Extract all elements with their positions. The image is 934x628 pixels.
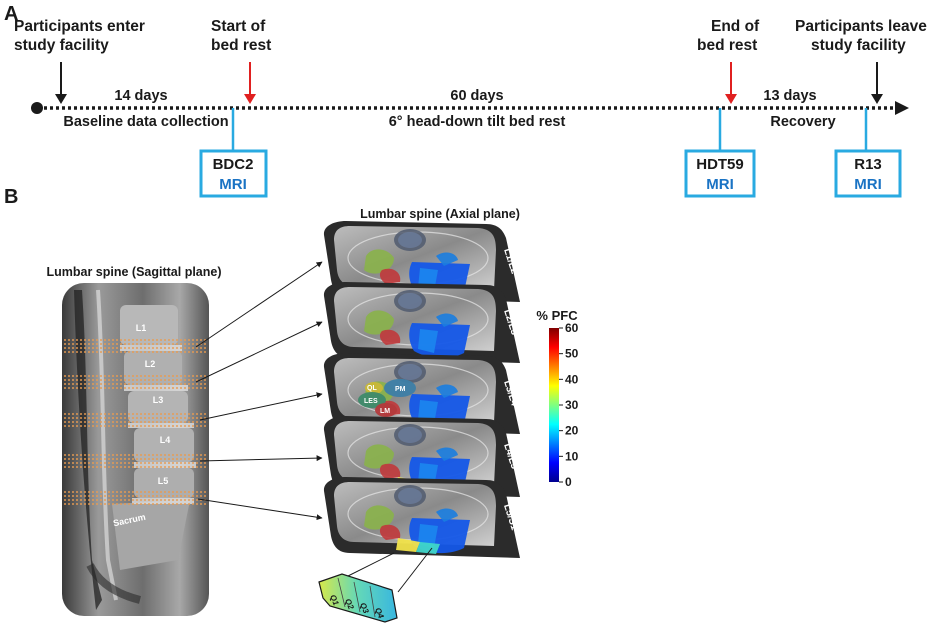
vertebra-l1: L1 [136, 323, 147, 333]
bedrest-duration: 60 days [450, 88, 503, 104]
panel-a-label: A [4, 3, 18, 25]
event-leave-label-2: study facility [811, 37, 906, 54]
event-start-label: Start of [211, 18, 266, 35]
muscle-label: PM [395, 386, 406, 393]
quadrant-zoom: Q1 Q2 Q3 Q4 [318, 547, 433, 623]
connector-l2l3 [195, 321, 323, 383]
colorbar-tick-label: 20 [565, 424, 579, 438]
vertebra-l3: L3 [153, 395, 164, 405]
muscle-label: LES [364, 398, 378, 405]
colorbar: % PFC 60 50 40 30 20 10 0 [536, 308, 578, 489]
vertebra-l2: L2 [145, 359, 156, 369]
event-end-label-2: bed rest [697, 37, 757, 54]
timepoint-hdt59-id: HDT59 [696, 156, 744, 173]
arrow-leave-head [871, 94, 883, 104]
event-enter-label-2: study facility [14, 37, 109, 54]
timeline-arrowhead [895, 101, 909, 115]
panel-b-label: B [4, 186, 18, 208]
quadrant-q4: Q4 [373, 606, 386, 620]
sagittal-mri-image: L1 L2 L3 L4 L5 Sacrum [62, 283, 209, 616]
colorbar-tick-label: 10 [565, 449, 579, 463]
baseline-duration: 14 days [114, 88, 167, 104]
connector-l5s1 [197, 498, 323, 521]
baseline-name: Baseline data collection [63, 114, 228, 130]
arrow-end-head [725, 94, 737, 104]
vertebra-l4: L4 [160, 435, 171, 445]
colorbar-tick-label: 40 [565, 372, 579, 386]
event-leave-label: Participants leave [795, 18, 927, 35]
colorbar-tick-label: 0 [565, 475, 572, 489]
timepoint-r13: R13 MRI [834, 108, 902, 198]
vertebra-l5: L5 [158, 476, 169, 486]
colorbar-tick-label: 30 [565, 398, 579, 412]
connector-l4l5 [199, 455, 323, 462]
bedrest-name: 6° head-down tilt bed rest [389, 114, 566, 130]
quadrant-q3: Q3 [358, 601, 371, 615]
timepoint-hdt59-mri: MRI [706, 176, 734, 193]
axial-slice: L2/L3 [323, 282, 520, 363]
quadrant-q2: Q2 [343, 597, 356, 611]
recovery-name: Recovery [770, 114, 835, 130]
event-start-label-2: bed rest [211, 37, 271, 54]
timepoint-hdt59: HDT59 MRI [684, 108, 756, 198]
timeline-start-dot [31, 102, 43, 114]
timepoint-r13-id: R13 [854, 156, 882, 173]
arrow-start-head [244, 94, 256, 104]
connector-l3l4 [199, 392, 323, 421]
connector-l1l2 [195, 261, 323, 348]
colorbar-title: % PFC [536, 308, 578, 323]
recovery-duration: 13 days [763, 88, 816, 104]
timepoint-bdc2-id: BDC2 [213, 156, 254, 173]
muscle-label: QL [367, 385, 377, 392]
event-end-label: End of [711, 18, 760, 35]
colorbar-tick-label: 50 [565, 347, 579, 361]
timepoint-r13-mri: MRI [854, 176, 882, 193]
timepoint-bdc2: BDC2 MRI [199, 108, 268, 198]
colorbar-gradient [549, 328, 559, 482]
axial-title: Lumbar spine (Axial plane) [360, 207, 520, 221]
colorbar-tick-label: 60 [565, 321, 579, 335]
quadrant-q1: Q1 [328, 593, 341, 607]
event-enter-label: Participants enter [14, 18, 145, 35]
muscle-label: LM [380, 408, 390, 415]
axial-slice: L1/L2 [323, 221, 520, 302]
arrow-enter-head [55, 94, 67, 104]
sagittal-title: Lumbar spine (Sagittal plane) [46, 265, 221, 279]
axial-slice: L5/S1 [323, 477, 520, 558]
timepoint-bdc2-mri: MRI [219, 176, 247, 193]
